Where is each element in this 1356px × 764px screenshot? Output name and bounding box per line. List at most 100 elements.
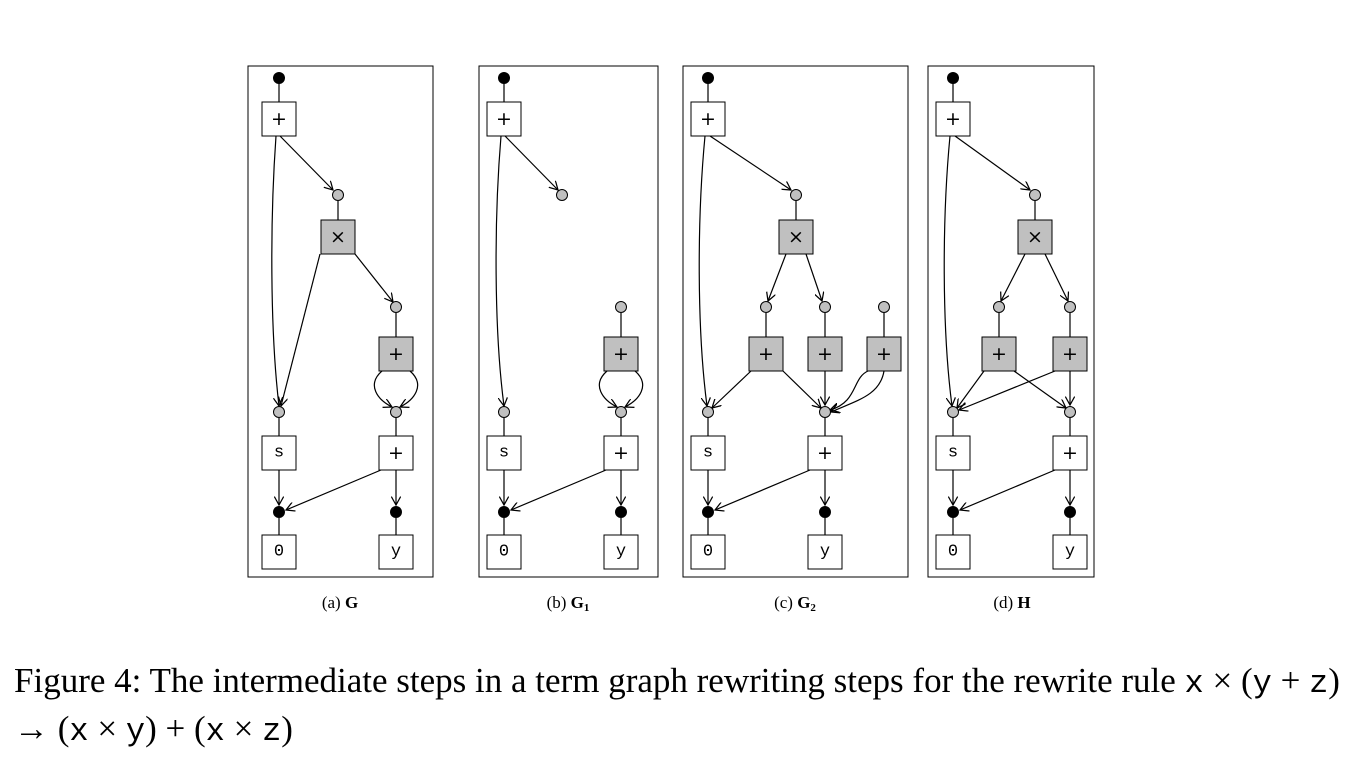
succ-node [690,435,726,471]
plus-node [1052,336,1088,372]
succ-node [486,435,522,471]
port [498,506,510,518]
y-node [1052,534,1088,570]
caption-op: + [1271,661,1310,700]
port [702,406,714,418]
port [615,406,627,418]
port [819,506,831,518]
plus-label: + [613,442,629,464]
caption-op: × [88,709,126,748]
panel-a-frame [247,65,434,578]
zero-label: 0 [948,543,958,562]
succ-node [261,435,297,471]
root-port [498,72,510,84]
plus-node [748,336,784,372]
caption-op: ) + ( [145,709,206,748]
caption-var: y [1252,665,1272,702]
plus-label: + [496,108,512,130]
plus-node [603,336,639,372]
zero-node [486,534,522,570]
y-node [603,534,639,570]
plus-label: + [817,442,833,464]
panel-b: + + s + 0 y (b) G1 [478,65,659,614]
figure-caption: Figure 4: The intermediate steps in a te… [14,658,1344,754]
plus-label: + [1062,343,1078,365]
plus-node [807,336,843,372]
panel-b-caption: (b) G1 [547,593,590,614]
y-node [378,534,414,570]
root-port [947,72,959,84]
caption-op: ) → ( [14,661,1340,748]
port [878,301,890,313]
root-port [702,72,714,84]
panel-d: + × + + s + 0 [927,65,1095,612]
caption-var: x [69,713,89,750]
y-node [807,534,843,570]
port [993,301,1005,313]
plus-label: + [1062,442,1078,464]
plus-label: + [817,343,833,365]
panel-b-frame [478,65,659,578]
port [498,406,510,418]
times-node [1017,219,1053,255]
times-label: × [330,226,346,248]
port [1029,189,1041,201]
port [615,506,627,518]
plus-label: + [876,343,892,365]
plus-label: + [700,108,716,130]
succ-label: s [703,444,713,463]
port [947,406,959,418]
zero-label: 0 [274,543,284,562]
zero-label: 0 [499,543,509,562]
plus-label: + [613,343,629,365]
port [390,506,402,518]
port [615,301,627,313]
port [273,506,285,518]
caption-var: z [1309,665,1329,702]
plus-node [981,336,1017,372]
plus-node [486,101,522,137]
port [819,301,831,313]
port [273,406,285,418]
times-label: × [788,226,804,248]
port [790,189,802,201]
times-label: × [1027,226,1043,248]
zero-node [935,534,971,570]
caption-var: z [262,713,282,750]
port [1064,406,1076,418]
plus-label: + [945,108,961,130]
panel-a-caption: (a) G [322,593,358,612]
port [760,301,772,313]
port [1064,301,1076,313]
panel-c-frame [682,65,909,578]
caption-op: ) [281,709,293,748]
succ-node [935,435,971,471]
port [702,506,714,518]
port [390,406,402,418]
port [947,506,959,518]
y-label: y [1065,543,1075,562]
plus-label: + [388,442,404,464]
y-label: y [391,543,401,562]
plus-node [1052,435,1088,471]
figure-canvas: + × + s + 0 y (a) G [247,65,1095,614]
port [1064,506,1076,518]
root-port [273,72,285,84]
times-node [778,219,814,255]
port [390,301,402,313]
plus-node [807,435,843,471]
panel-c-caption: (c) G2 [774,593,816,614]
plus-node [378,336,414,372]
port [332,189,344,201]
panel-d-frame [927,65,1095,578]
port [819,406,831,418]
caption-var: x [1184,665,1204,702]
succ-label: s [274,444,284,463]
caption-var: y [125,713,146,750]
zero-label: 0 [703,543,713,562]
zero-node [261,534,297,570]
caption-op: × [224,709,263,748]
plus-label: + [271,108,287,130]
caption-op: × ( [1203,661,1253,700]
plus-label: + [388,343,404,365]
